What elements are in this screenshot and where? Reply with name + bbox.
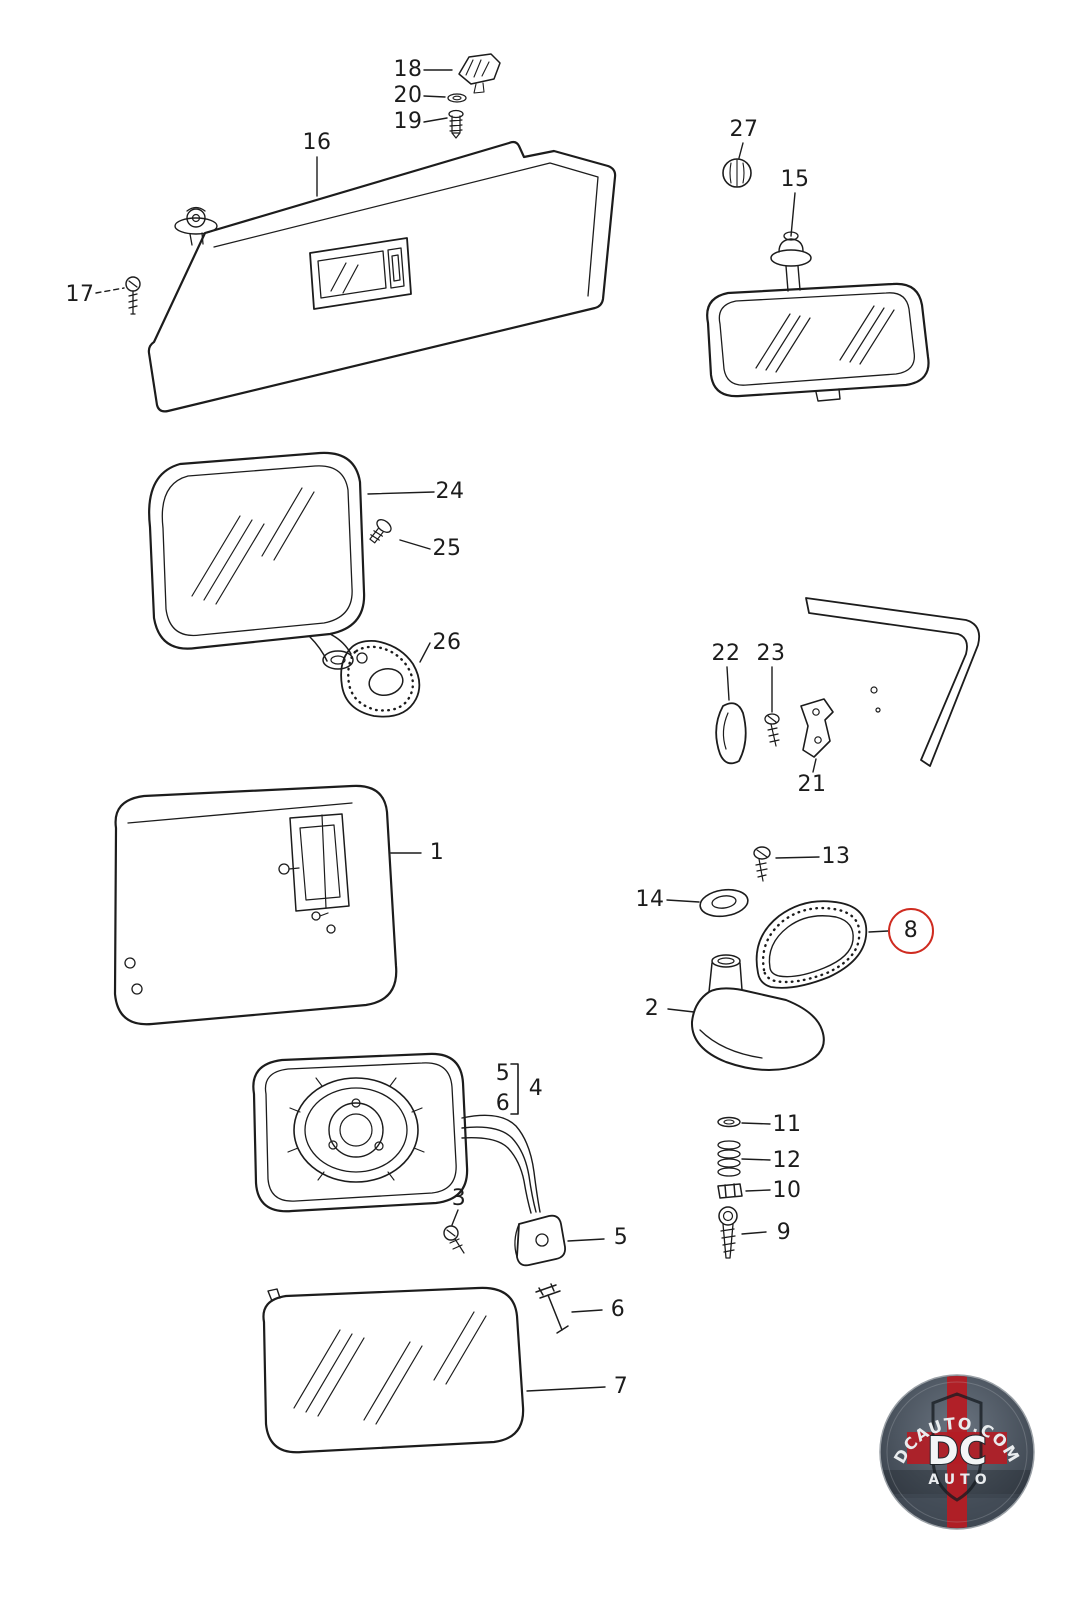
part-label-5: 5 [613, 1225, 629, 1250]
part-label-2: 2 [644, 996, 660, 1021]
part-label-4: 4 [528, 1076, 544, 1101]
part-label-11: 11 [772, 1112, 802, 1137]
part-label-5: 5 [495, 1061, 511, 1086]
part-label-19: 19 [393, 109, 423, 134]
part-label-26: 26 [432, 630, 462, 655]
part-label-13: 13 [821, 844, 851, 869]
logo-sub-text: AUTO [928, 1472, 991, 1488]
part-label-24: 24 [435, 479, 465, 504]
part-label-1: 1 [429, 840, 445, 865]
mirror-motor-housing-drawing [252, 1052, 605, 1267]
window-corner-drawing [715, 597, 981, 773]
part-label-15: 15 [780, 167, 810, 192]
logo-shield [931, 1392, 983, 1502]
part-label-21: 21 [797, 772, 827, 797]
part-label-27: 27 [729, 117, 759, 142]
logo-cross-horizontal [907, 1432, 1007, 1464]
part-label-22: 22 [711, 641, 741, 666]
part-label-8: 8 [888, 908, 934, 954]
part-label-25: 25 [432, 536, 462, 561]
part-label-7: 7 [613, 1374, 629, 1399]
part-label-14: 14 [635, 887, 665, 912]
part-label-6: 6 [495, 1091, 511, 1116]
interior-mirror-drawing [706, 142, 930, 402]
mirror-base-assembly-drawing [666, 846, 889, 1259]
part-label-12: 12 [772, 1148, 802, 1173]
sun-visor-drawing [95, 53, 617, 413]
mirror-housing-back-drawing [113, 784, 422, 1026]
part-label-3: 3 [451, 1186, 467, 1211]
part-label-23: 23 [756, 641, 786, 666]
part-label-20: 20 [393, 83, 423, 108]
exterior-mirror-drawing [148, 451, 435, 718]
part-label-16: 16 [302, 130, 332, 155]
mirror-glass-drawing [262, 1283, 606, 1454]
logo-main-text: DC [927, 1429, 986, 1473]
part-label-6: 6 [610, 1297, 626, 1322]
dcauto-logo: DCAUTO.COM DC AUTO [877, 1372, 1037, 1532]
part-label-17: 17 [65, 282, 95, 307]
part-label-18: 18 [393, 57, 423, 82]
part-label-9: 9 [776, 1220, 792, 1245]
part-label-10: 10 [772, 1178, 802, 1203]
